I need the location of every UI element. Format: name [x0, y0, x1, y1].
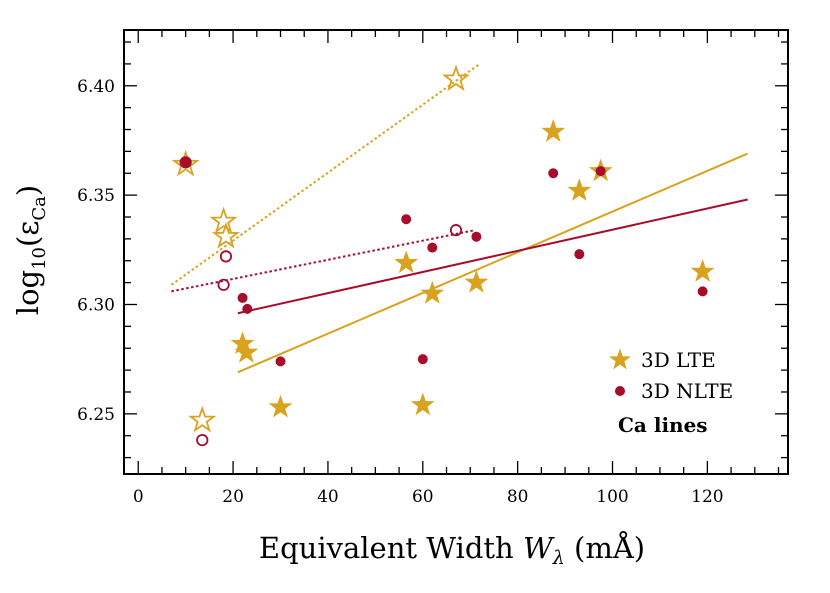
lte-star-point	[464, 270, 489, 293]
lte-open-star-point	[441, 64, 471, 92]
y-axis-label-sub2: Ca	[29, 196, 50, 221]
x-tick-label: 100	[596, 487, 628, 507]
nlte-open-circle-point	[217, 278, 230, 291]
nlte-open-circle-point	[449, 224, 463, 237]
nlte-circle-point	[574, 249, 585, 260]
legend-lte-label: 3D LTE	[641, 348, 716, 372]
nlte-circle-point	[697, 286, 708, 297]
nlte-circle-point	[275, 356, 286, 367]
nlte-open-circle-point	[219, 250, 233, 263]
legend-lte-marker	[609, 348, 631, 370]
data-points-layer	[171, 64, 715, 447]
x-tick-label: 0	[133, 487, 144, 507]
y-axis-label-end: )	[11, 185, 45, 196]
legend-nlte-marker	[615, 386, 625, 396]
nlte-circle-point	[595, 166, 606, 177]
y-tick-label: 6.25	[77, 405, 115, 425]
fit-line-dotted-1	[171, 229, 476, 293]
lte-open-star-point	[209, 206, 238, 234]
x-tick-label: 40	[317, 487, 339, 507]
lte-star-point	[420, 281, 445, 304]
nlte-circle-point	[471, 231, 482, 242]
nlte-circle-point	[180, 157, 191, 168]
plot-frame	[123, 29, 789, 475]
axis-ticks-layer: 0 20 40 60 80 100 120 6.25 6.30 6.35 6.40	[77, 30, 788, 507]
y-axis-label: log10(εCa)	[11, 185, 50, 315]
fit-line-solid-0	[237, 152, 749, 374]
nlte-circle-point	[548, 168, 559, 179]
x-axis-label-unit: (mÅ)	[565, 530, 645, 565]
lte-open-star-point	[171, 149, 200, 177]
y-tick-label: 6.35	[77, 186, 115, 206]
nlte-open-circle-point	[179, 156, 192, 169]
x-tick-label: 20	[222, 487, 244, 507]
x-tick-label: 120	[691, 487, 723, 507]
nlte-circle-point	[417, 354, 428, 365]
x-axis-label-sub: λ	[552, 547, 565, 569]
nlte-circle-point	[401, 214, 412, 225]
lte-star-point	[690, 259, 715, 282]
x-tick-label: 60	[412, 487, 434, 507]
plot-annotation: Ca lines	[618, 413, 708, 437]
x-axis-label-main: Equivalent Width	[259, 531, 523, 565]
lte-open-star-point	[211, 221, 240, 249]
x-axis-label-var: W	[523, 531, 555, 565]
lte-star-point	[567, 178, 592, 201]
fit-line-solid-1	[237, 198, 748, 315]
legend-circle-icon	[615, 386, 625, 396]
nlte-circle-point	[242, 303, 253, 314]
y-tick-label: 6.40	[77, 77, 115, 97]
lte-star-point	[410, 392, 435, 416]
lte-star-point	[268, 394, 293, 418]
fit-lines-layer	[170, 63, 749, 374]
y-axis-label-mid: (ε	[11, 221, 45, 247]
nlte-circle-point	[237, 292, 248, 303]
legend-nlte-label: 3D NLTE	[641, 379, 733, 403]
lte-star-point	[234, 340, 259, 363]
x-tick-label: 80	[507, 487, 529, 507]
nlte-circle-point	[427, 242, 438, 253]
y-axis-label-main: log	[11, 270, 45, 315]
legend: 3D LTE 3D NLTE	[609, 348, 733, 403]
y-axis-label-sub1: 10	[29, 247, 50, 270]
fit-line-dotted-0	[170, 63, 481, 286]
lte-star-point	[230, 331, 255, 354]
lte-star-point	[394, 250, 419, 274]
x-axis-label: Equivalent Width Wλ (mÅ)	[259, 530, 645, 569]
nlte-open-circle-point	[196, 433, 209, 447]
lte-open-star-point	[188, 405, 217, 433]
lte-star-point	[541, 119, 566, 142]
legend-star-icon	[609, 348, 631, 370]
y-tick-label: 6.30	[77, 295, 115, 315]
